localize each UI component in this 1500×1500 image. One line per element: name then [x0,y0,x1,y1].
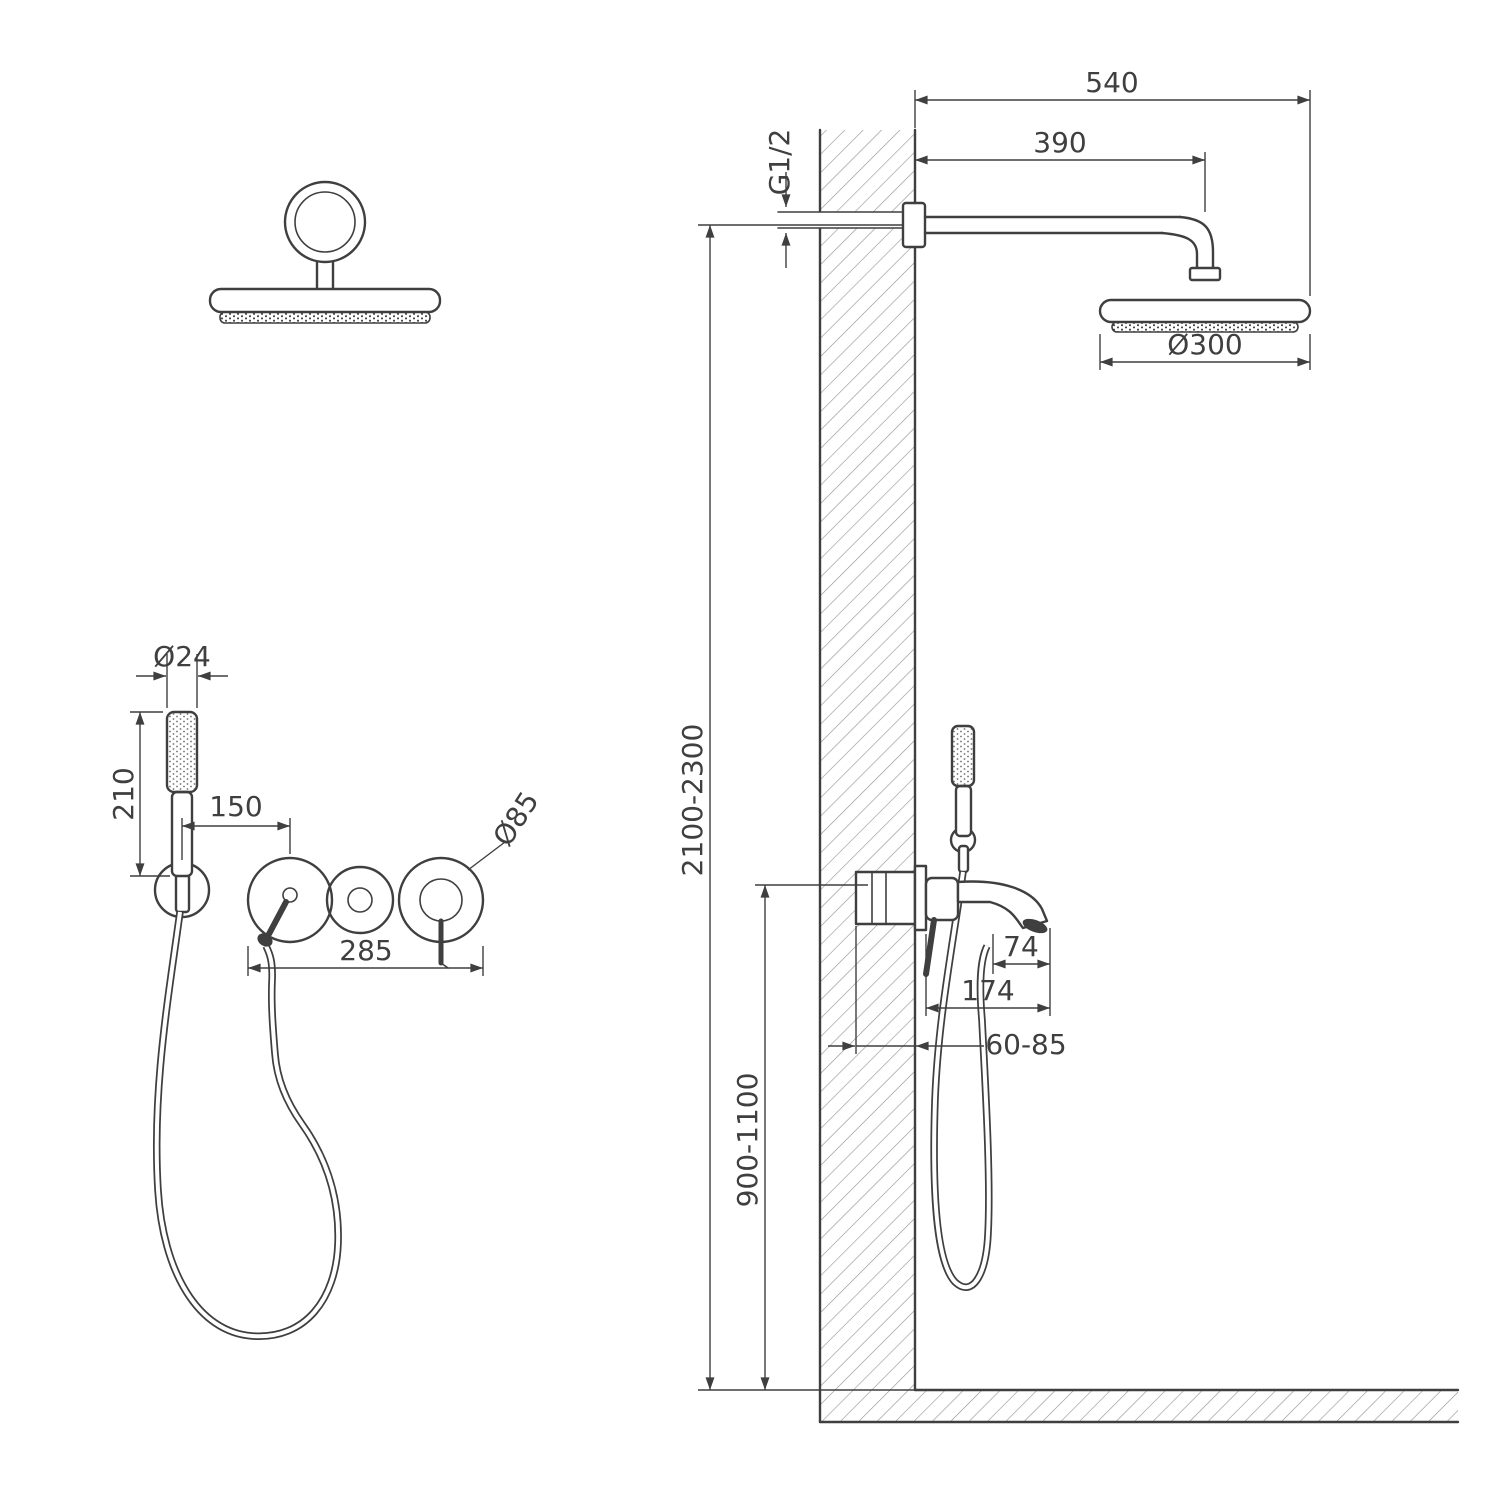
dim-spout-projection: 174 [925,934,1050,1016]
front-view: Ø24 210 150 Ø85 285 [107,180,546,1340]
shower-hose-side [930,871,993,1291]
dim-valve-width: 285 [247,934,484,976]
shower-hose-front [152,911,342,1340]
wall-section [818,128,1460,1424]
rain-head-nozzles-side [1111,321,1299,333]
bath-spout-side [956,880,1049,930]
handshower-head-front [165,710,199,794]
trim-plate-center [325,865,395,935]
valve-trim-side [913,864,928,932]
dim-install-height: 2100-2300 [676,224,915,1391]
dim-trim-diameter: Ø85 [467,786,546,871]
rain-head-nozzles-front [219,311,431,324]
supply-pipe-side [777,211,904,229]
rain-head-front [208,180,442,324]
dim-arm-projection: 390 [915,126,1206,212]
dim-label-900-1100: 900-1100 [731,1073,764,1208]
dim-label-150: 150 [209,790,262,823]
trim-plate-left [246,856,334,944]
hand-shower-front [153,710,211,919]
mixer-trim-front [246,856,485,969]
lever-left [266,899,289,937]
dim-arm-overall: 540 [914,66,1311,296]
dim-connection-thread: G1/2 [763,129,796,268]
dim-label-o300: Ø300 [1167,328,1242,361]
dim-label-210: 210 [107,767,140,820]
dim-holder-offset: 150 [181,790,291,860]
dim-label-o85: Ø85 [486,786,545,852]
lever-left-tip [257,933,273,947]
rain-shower-head-side [1098,298,1312,333]
dim-spout-nozzle-offset: 74 [992,928,1051,1016]
dim-handshower-diameter: Ø24 [136,640,228,708]
dim-label-74: 74 [1003,930,1039,963]
valve-lever-side [923,917,937,977]
spout-mouth [1022,918,1048,934]
dim-label-60-85: 60-85 [985,1028,1066,1061]
arm-connector-nut [1188,266,1222,282]
valve-body-side [924,876,960,922]
dim-label-390: 390 [1033,126,1086,159]
floor-section [820,1390,1458,1422]
dim-label-174: 174 [961,974,1014,1007]
dim-label-g12: G1/2 [763,129,796,196]
dim-handshower-length: 210 [107,711,170,877]
dim-rough-in-depth: 60-85 [828,926,1067,1061]
arm-wall-flange [901,201,927,249]
dim-label-o24: Ø24 [153,640,211,673]
dim-label-2100-2300: 2100-2300 [676,724,709,877]
handshower-head-side [950,724,976,788]
dim-label-540: 540 [1085,66,1138,99]
hand-shower-side [949,724,977,874]
mixer-valve-side [854,864,1049,977]
dim-head-diameter: Ø300 [1099,328,1311,370]
side-view: 540 390 G1/2 Ø300 2100-2300 900 [676,66,1460,1424]
dim-label-285: 285 [339,934,392,967]
dim-valve-height: 900-1100 [731,884,868,1390]
rain-shower-arm-side [901,201,1222,282]
